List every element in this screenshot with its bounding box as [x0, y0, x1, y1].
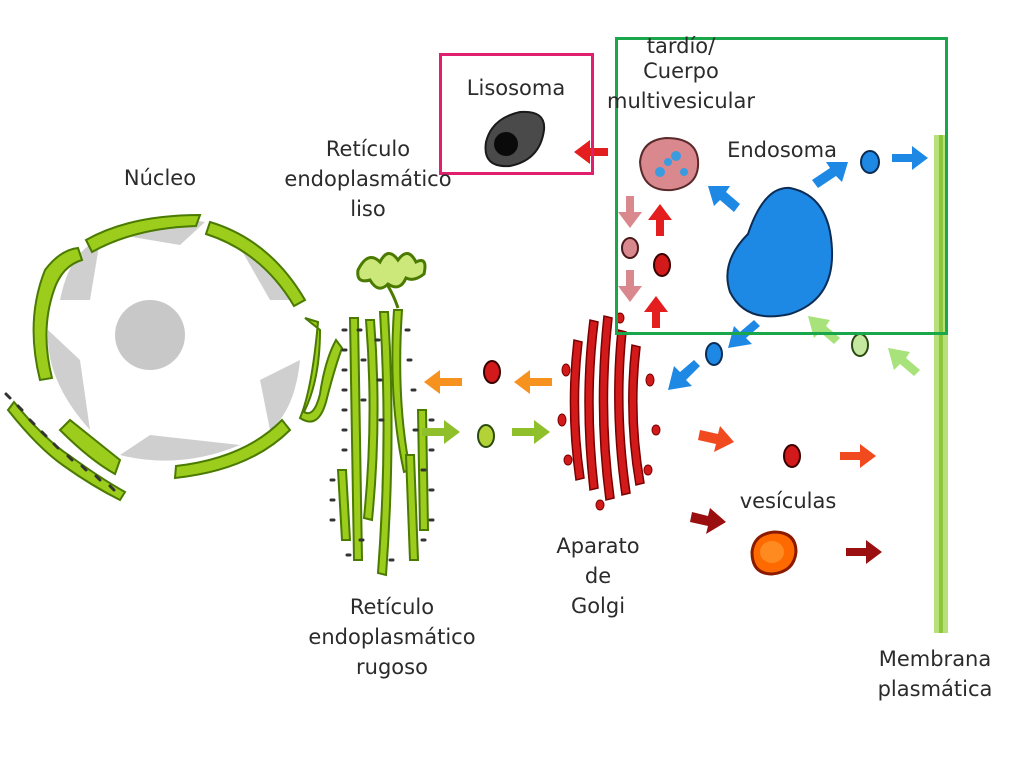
lysosome-highlight — [439, 53, 594, 175]
arrow-pink-down — [618, 270, 642, 302]
late-endosome-label-line: multivesicular — [607, 89, 755, 113]
plasma-membrane-core — [939, 135, 943, 633]
rough-er-cisterna — [362, 319, 379, 522]
rough-er-cisterna — [336, 469, 352, 541]
nuclear-envelope-segment — [173, 418, 292, 480]
vesicle-lightgreen — [851, 333, 869, 357]
vesicle-red — [483, 360, 501, 384]
arrow-orangered-right — [840, 444, 876, 468]
rough-er-cisterna — [404, 454, 420, 561]
nucleus-label: Núcleo — [123, 166, 197, 190]
arrow-orangered-right — [698, 426, 734, 452]
arrow-lightgreen-up-left — [808, 316, 840, 344]
vesicles-label: vesículas — [739, 489, 837, 513]
nuclear-envelope-segment — [32, 246, 84, 382]
vesicle-red — [783, 444, 801, 468]
arrow-orange-left — [514, 370, 552, 394]
arrow-green-right — [512, 420, 550, 444]
arrow-orange-left — [424, 370, 462, 394]
smooth-er-label-line: liso — [350, 197, 386, 221]
ribosome-dots — [4, 392, 116, 492]
intraluminal-vesicles — [655, 151, 688, 177]
plasma-membrane-label-line: plasmática — [877, 677, 993, 701]
rough-er-label: Retículo endoplasmático rugoso — [292, 592, 492, 682]
late-endosome-label-line: tardío/ — [646, 36, 716, 56]
arrow-red-up — [648, 204, 672, 236]
nuclear-envelope-segment — [58, 418, 122, 476]
plasma-membrane-label-line: Membrana — [878, 647, 992, 671]
golgi-apparatus — [557, 312, 661, 511]
lysosome-label: Lisosoma — [466, 76, 566, 100]
arrow-darkred-right — [690, 508, 726, 534]
nuclear-envelope-segment — [204, 220, 307, 308]
golgi-cisterna — [614, 329, 631, 496]
vesicle-red — [653, 253, 671, 277]
vesicle-blue — [860, 150, 880, 174]
rough-er — [329, 309, 435, 577]
smooth-er-label-line: endoplasmático — [284, 167, 452, 191]
vesicle-blue — [705, 342, 723, 366]
nuclear-envelope-segment — [298, 317, 344, 423]
arrow-green-right — [422, 420, 460, 444]
smooth-er-label-line: Retículo — [325, 137, 411, 161]
golgi-vesicles — [557, 312, 661, 511]
golgi-label-line: Aparato — [556, 534, 640, 558]
smooth-er-label: Retículo endoplasmático liso — [268, 134, 468, 224]
rough-er-label-line: endoplasmático — [308, 625, 476, 649]
secretory-granule-core — [760, 541, 784, 563]
transport-vesicles — [477, 150, 880, 576]
nucleolus — [115, 300, 185, 370]
rough-er-cisterna — [348, 317, 364, 561]
plasma-membrane-label: Membrana plasmática — [862, 644, 1008, 704]
golgi-cisterna — [628, 344, 645, 486]
rough-er-cisterna — [376, 311, 393, 577]
pathway-arrows — [422, 140, 928, 564]
late-endosome — [638, 136, 700, 192]
rough-er-label-line: Retículo — [349, 595, 435, 619]
arrow-lightgreen-up-left — [888, 348, 920, 376]
endosome-highlight — [615, 37, 948, 335]
arrow-blue-down-left — [668, 360, 700, 390]
vesicle-green — [477, 424, 495, 448]
plasma-membrane — [934, 135, 948, 633]
endosome-body — [726, 186, 834, 318]
lysosome-core — [494, 132, 518, 156]
golgi-cisterna — [569, 339, 585, 481]
endosome-label: Endosoma — [727, 138, 837, 162]
nucleus — [4, 213, 344, 502]
arrow-blue-left — [708, 186, 740, 212]
arrow-darkred-right — [846, 540, 882, 564]
lysosome — [484, 110, 546, 168]
ribosome-dots — [329, 328, 435, 562]
arrow-blue-right — [812, 162, 848, 188]
golgi-label: Aparato de Golgi — [538, 531, 658, 621]
rough-er-cisterna — [391, 309, 412, 474]
arrow-red-up — [644, 296, 668, 328]
smooth-er-tubules — [356, 252, 427, 309]
golgi-cisterna — [598, 315, 615, 501]
nuclear-envelope-segment — [84, 213, 202, 254]
arrow-pink-down — [618, 196, 642, 228]
vesicle-pink — [621, 237, 639, 259]
late-endosome-label-line: Cuerpo — [643, 59, 719, 83]
golgi-label-line: de — [584, 564, 612, 588]
smooth-er — [356, 252, 427, 309]
arrow-blue-right — [892, 146, 928, 170]
rough-er-label-line: rugoso — [356, 655, 428, 679]
golgi-label-line: Golgi — [570, 594, 626, 618]
golgi-cisterna — [584, 319, 599, 491]
late-endosome-label: tardío/ Cuerpo multivesicular — [596, 36, 766, 116]
